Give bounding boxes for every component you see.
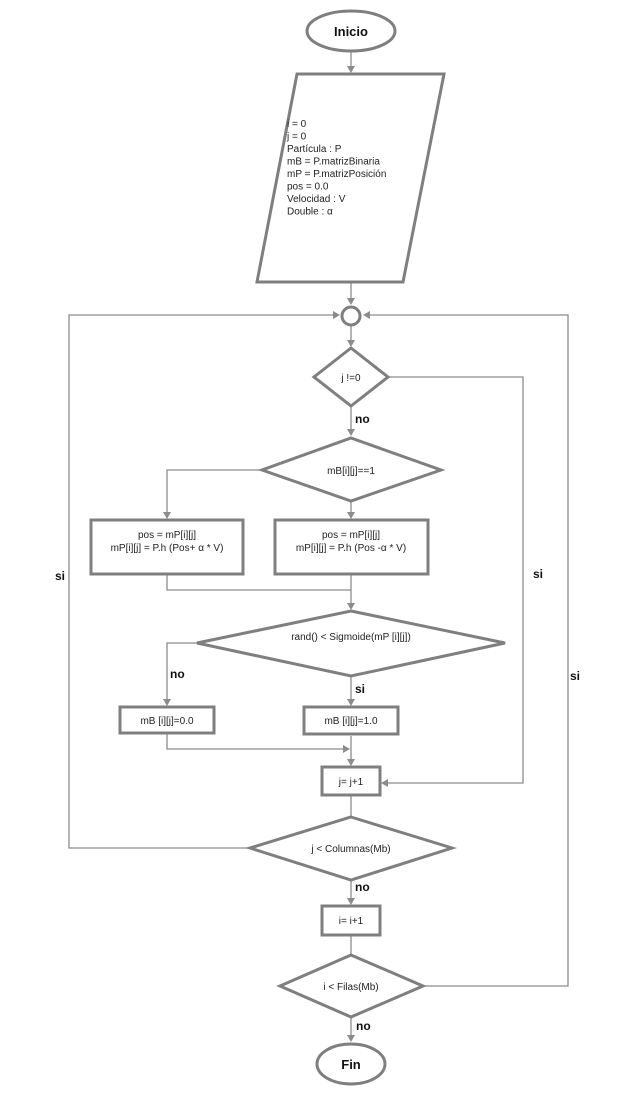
init-line: mB = P.matrizBinaria — [287, 157, 380, 168]
decision-columns: j < Columnas(Mb) — [244, 815, 458, 882]
process-update-minus: pos = mP[i][j] mP[i][j] = P.h (Pos -α * … — [273, 518, 430, 576]
edge-label-columns-no: no — [355, 880, 370, 894]
process-line: pos = mP[i][j] — [322, 530, 380, 541]
process-update-plus: pos = mP[i][j] mP[i][j] = P.h (Pos+ α * … — [89, 518, 245, 576]
process-label: i= i+1 — [339, 916, 364, 927]
process-label: j= j+1 — [338, 777, 364, 788]
decision-mb-equals-one: mB[i][j]==1 — [257, 436, 446, 503]
init-line: Velocidad : V — [287, 194, 346, 205]
decision-label: rand() < Sigmoide(mP [i][j]) — [291, 632, 411, 643]
init-input-block: i = 0 j = 0 Partícula : P mB = P.matrizB… — [255, 72, 446, 284]
process-increment-j: j= j+1 — [320, 765, 382, 797]
edge-label-rows-no: no — [356, 1019, 371, 1033]
start-label: Inicio — [334, 24, 368, 39]
process-line: pos = mP[i][j] — [138, 530, 196, 541]
process-line: mP[i][j] = P.h (Pos -α * V) — [296, 543, 406, 554]
start-terminal: Inicio — [305, 9, 397, 53]
edge-label-sigmoid-si: si — [355, 682, 365, 696]
init-line: i = 0 — [287, 119, 307, 130]
decision-rows: i < Filas(Mb) — [276, 953, 427, 1019]
process-set-one: mB [i][j]=1.0 — [302, 705, 400, 736]
edge-label-j-no: no — [355, 412, 370, 426]
init-line: mP = P.matrizPosición — [287, 169, 386, 180]
init-line: j = 0 — [286, 132, 307, 143]
process-label: mB [i][j]=1.0 — [324, 716, 378, 727]
decision-label: j < Columnas(Mb) — [310, 844, 390, 855]
edge-label-j-si: si — [533, 567, 543, 581]
process-line: mP[i][j] = P.h (Pos+ α * V) — [111, 543, 224, 554]
edge-label-rows-si: si — [570, 669, 580, 683]
process-label: mB [i][j]=0.0 — [140, 716, 194, 727]
decision-label: i < Filas(Mb) — [323, 982, 378, 993]
init-line: Double : α — [287, 207, 333, 218]
merge-connector — [340, 305, 362, 327]
edge-label-columns-si: si — [55, 569, 65, 583]
decision-j-not-zero: j !=0 — [311, 346, 391, 408]
end-label: Fin — [341, 1057, 361, 1072]
decision-label: j !=0 — [340, 373, 361, 384]
process-increment-i: i= i+1 — [320, 904, 382, 937]
process-set-zero: mB [i][j]=0.0 — [118, 705, 216, 735]
init-line: pos = 0.0 — [287, 182, 329, 193]
decision-sigmoid: rand() < Sigmoide(mP [i][j]) — [196, 609, 506, 678]
edge-labels: no si no si si no si no — [55, 412, 580, 1033]
end-terminal: Fin — [315, 1042, 387, 1086]
arrowheads — [163, 66, 388, 1042]
init-line: Partícula : P — [287, 144, 342, 155]
decision-label: mB[i][j]==1 — [327, 466, 375, 477]
edge-label-sigmoid-no: no — [170, 667, 185, 681]
